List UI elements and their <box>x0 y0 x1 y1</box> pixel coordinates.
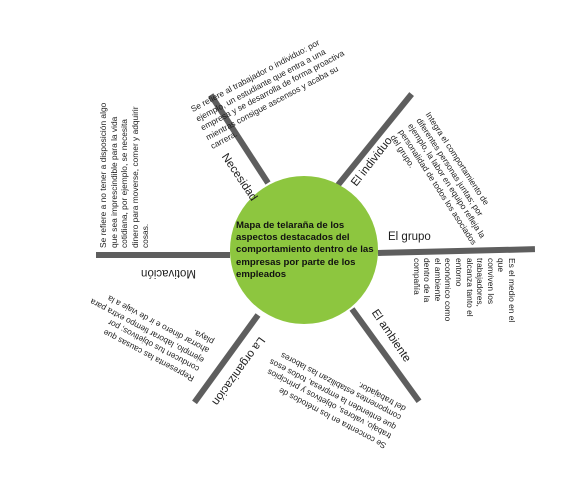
branch-text-necesidad: Se refiere al trabajador o individuo: po… <box>189 37 346 152</box>
branch-text-el-grupo: Es el medio en el que conviven los traba… <box>411 258 517 323</box>
central-hub <box>230 176 378 324</box>
branch-text-la-organizacion: Representa las causas que conducen tus o… <box>88 293 216 384</box>
spoke-motivacion <box>96 252 230 258</box>
branch-label-motivacion: Motivación <box>141 267 196 279</box>
branch-label-el-grupo: El grupo <box>388 231 431 243</box>
spoke-el-grupo <box>377 246 536 256</box>
branch-text-motivacion: Se refiere a no tener a disposición algo… <box>98 102 151 248</box>
hub-title: Mapa de telaraña de los aspectos destaca… <box>236 220 374 280</box>
